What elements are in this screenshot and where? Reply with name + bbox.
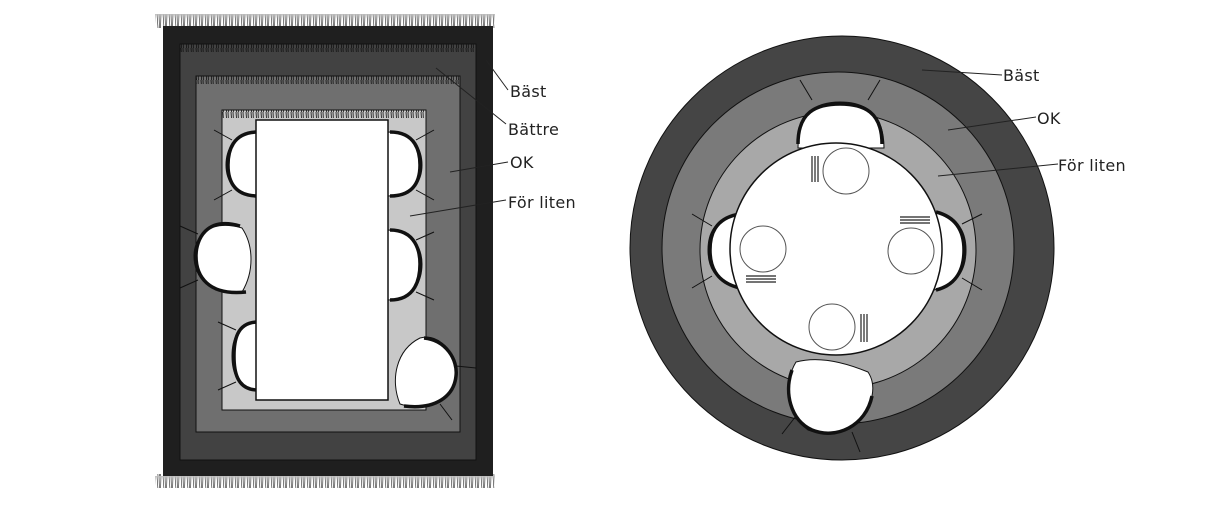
place-setting: [887, 216, 935, 275]
place-settings: [739, 147, 935, 351]
chair: [387, 129, 435, 201]
chair: [213, 129, 261, 201]
chair-pulled-out: [394, 336, 477, 421]
rug-fringe-bottom: [155, 474, 495, 488]
leader-line: [485, 59, 509, 91]
rect-leader-lines: [409, 59, 509, 217]
cutlery-icon: [860, 314, 868, 342]
leader-line: [947, 116, 1037, 131]
label-round-bast: Bäst: [1003, 66, 1040, 85]
leader-line: [435, 67, 507, 125]
chair-pulled-out: [781, 359, 874, 453]
chair-pulled-out: [179, 222, 252, 295]
place-setting: [808, 303, 868, 351]
cutlery-icon: [900, 216, 930, 224]
place-setting: [739, 225, 787, 283]
rect-chairs: [179, 129, 477, 421]
chair: [217, 320, 261, 392]
plate: [822, 147, 870, 195]
chair: [933, 210, 983, 292]
chair: [387, 228, 435, 302]
chair: [796, 79, 885, 149]
fringe-line-ok: [196, 76, 460, 84]
round-rug-diagram: Bäst OK För liten: [629, 35, 1126, 461]
cutlery-icon: [811, 156, 819, 182]
label-rect-ok: OK: [510, 153, 534, 172]
plate: [739, 225, 787, 273]
round-dining-table: [729, 142, 943, 356]
rectangular-rug-diagram: Bäst Bättre OK För liten: [155, 14, 576, 488]
label-round-for-liten: För liten: [1058, 156, 1126, 175]
leader-line: [449, 161, 509, 173]
place-setting: [811, 147, 870, 195]
plate: [887, 227, 935, 275]
cutlery-icon: [746, 275, 776, 283]
round-leader-lines: [921, 69, 1059, 177]
fringe-line-for-liten: [222, 110, 426, 118]
label-rect-battre: Bättre: [508, 120, 559, 139]
label-rect-bast: Bäst: [510, 82, 547, 101]
fringe-line-battre: [180, 44, 476, 52]
rug-fringe-top: [155, 14, 495, 28]
leader-line: [937, 163, 1059, 177]
rect-dining-table: [255, 119, 389, 401]
plate: [808, 303, 856, 351]
leader-line: [921, 69, 1003, 76]
label-rect-for-liten: För liten: [508, 193, 576, 212]
leader-line: [409, 199, 507, 217]
label-round-ok: OK: [1037, 109, 1061, 128]
